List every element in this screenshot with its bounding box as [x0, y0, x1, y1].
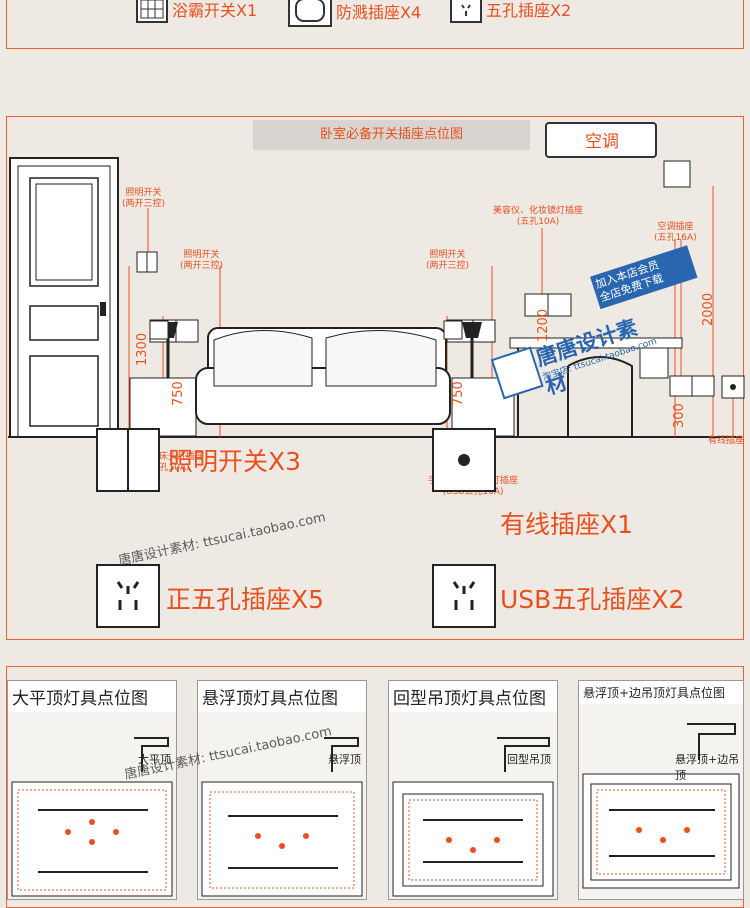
left-bed-switch — [149, 320, 169, 340]
ceiling-plan-drawing — [201, 737, 363, 897]
vanity-table — [509, 293, 683, 437]
dim-750-left: 750 — [171, 381, 186, 406]
dim-2000: 2000 — [701, 293, 716, 326]
low-socket-1 — [669, 375, 693, 397]
ceiling-plan-drawing — [11, 737, 173, 897]
callout-door-switch: 照明开关 (两开三控) — [122, 188, 166, 209]
panel-title: 大平顶灯具点位图 — [8, 681, 176, 712]
top-item-label: 防溅插座X4 — [336, 3, 422, 22]
panel-floating-edge-ceiling: 悬浮顶+边吊顶灯具点位图 悬浮顶+边吊顶 — [578, 680, 744, 900]
dim-1300: 1300 — [135, 333, 150, 366]
panel-floating-ceiling: 悬浮顶灯具点位图 悬浮顶 — [197, 680, 367, 900]
dim-750-right: 750 — [451, 381, 466, 406]
five-hole-socket-icon — [450, 0, 482, 23]
ac-socket — [663, 160, 691, 188]
right-bed-switch — [443, 320, 463, 340]
panel-title: 悬浮顶灯具点位图 — [198, 681, 366, 712]
five-hole-socket-icon — [96, 564, 160, 628]
panel-section-label: 悬浮顶 — [328, 753, 361, 766]
top-item-bath-switch: 浴霸开关X1 — [136, 0, 257, 23]
dim-1200: 1200 — [536, 309, 551, 342]
panel-section-label: 回型吊顶 — [507, 753, 551, 766]
ceiling-plan-drawing — [582, 723, 740, 889]
callout-right-bed-switch: 照明开关 (两开三控) — [426, 250, 470, 271]
bedroom-elevation-drawing: 1300 750 750 1200 2000 300 — [8, 157, 745, 438]
cable-socket-icon — [432, 428, 496, 492]
legend-lighting-switch: 照明开关X3 — [168, 447, 302, 476]
top-item-label: 五孔插座X2 — [486, 1, 572, 20]
lighting-switch-icon — [96, 428, 160, 492]
callout-vanity: 美容仪、化妆镜灯插座 (五孔10A) — [493, 206, 584, 227]
callout-left-bed-switch: 照明开关 (两开三控) — [180, 250, 224, 271]
panel-title: 回型吊顶灯具点位图 — [389, 681, 557, 712]
low-socket-2 — [691, 375, 715, 397]
usb-socket-icon — [432, 564, 496, 628]
door-icon — [9, 157, 119, 438]
panel-loop-ceiling: 回型吊顶灯具点位图 回型吊顶 — [388, 680, 558, 900]
panel-section-label: 悬浮顶+边吊顶 — [675, 753, 740, 782]
ceiling-plan-drawing — [392, 737, 554, 897]
switch-panel-icon — [136, 0, 168, 23]
panel-title: 悬浮顶+边吊顶灯具点位图 — [579, 681, 743, 704]
legend-usb: USB五孔插座X2 — [500, 585, 685, 614]
dim-300: 300 — [672, 403, 687, 428]
bed — [195, 327, 451, 425]
panel-section-label: 大平顶 — [138, 753, 171, 766]
callout-ac-socket: 空调插座 (五孔16A) — [654, 222, 697, 243]
air-conditioner: 空调 — [545, 122, 657, 158]
top-frame — [6, 0, 744, 49]
diagram-title: 卧室必备开关插座点位图 — [253, 120, 530, 150]
splash-socket-icon — [288, 0, 332, 27]
top-item-splash-socket: 防溅插座X4 — [288, 0, 421, 27]
panel-flat-ceiling: 大平顶灯具点位图 大平顶 — [7, 680, 177, 900]
legend-five-hole: 正五孔插座X5 — [166, 585, 325, 614]
top-item-five-hole: 五孔插座X2 — [450, 0, 571, 23]
top-item-label: 浴霸开关X1 — [172, 1, 258, 20]
legend-cable-socket: 有线插座X1 — [500, 510, 634, 539]
callout-cable: 有线插座 — [708, 436, 745, 446]
